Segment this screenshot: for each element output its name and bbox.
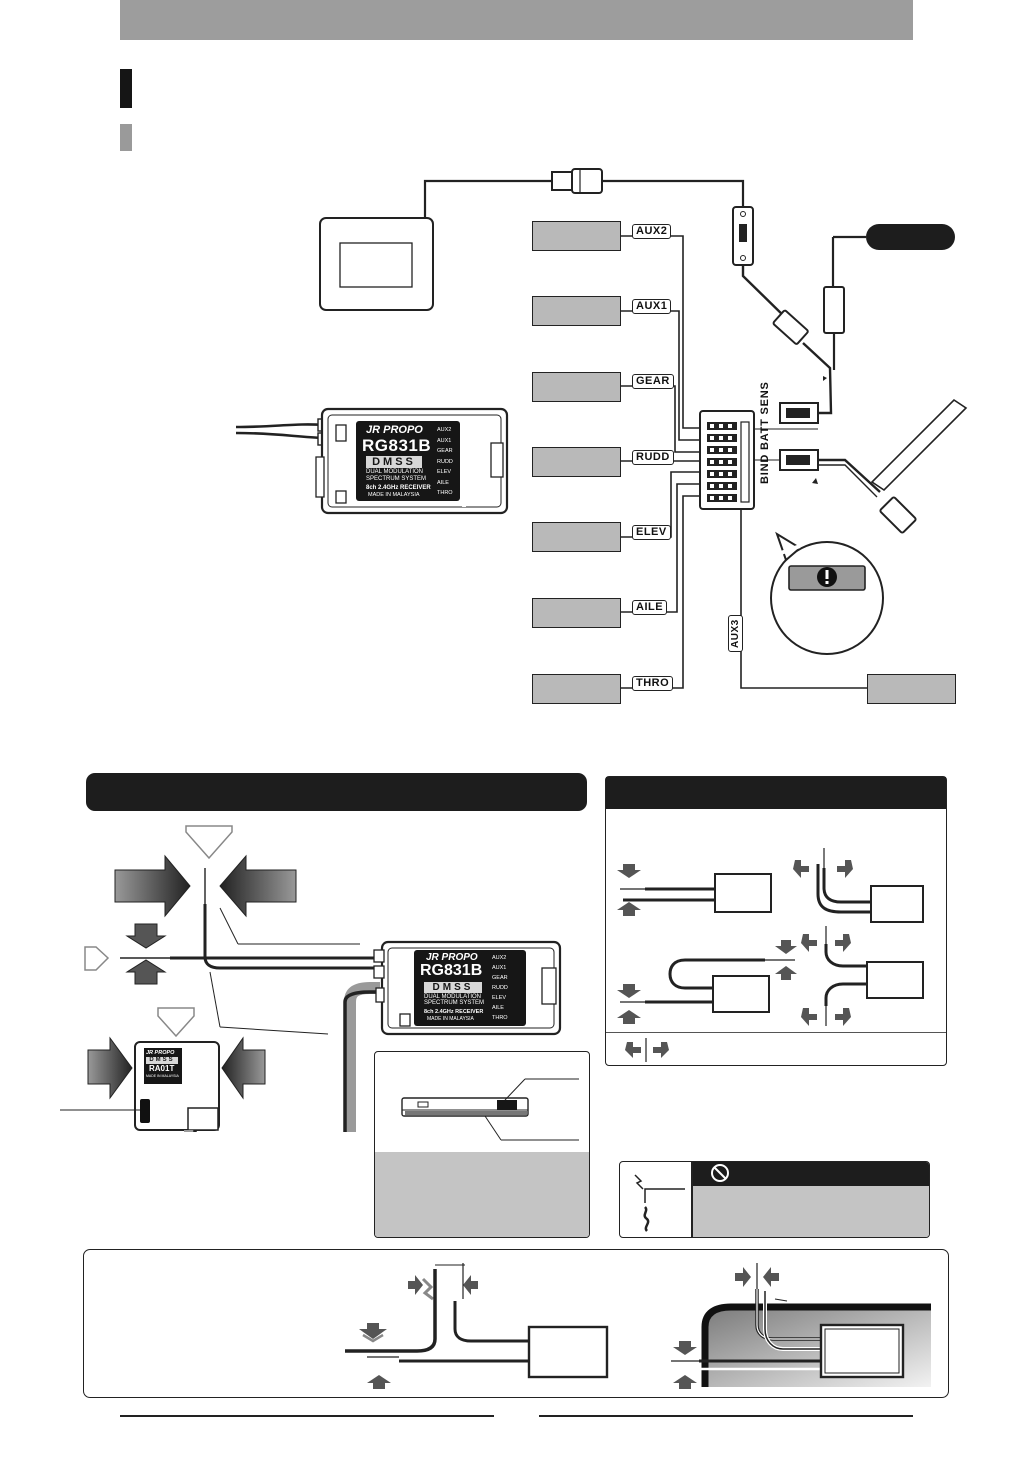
prohibition-body (692, 1186, 929, 1237)
small-receiver-line1: DUAL MODULATION (424, 994, 482, 1000)
inline-connector-body (571, 168, 603, 194)
lead-gear (620, 385, 706, 453)
prohibition-icons (634, 1164, 729, 1232)
channel-box-aux2 (532, 221, 621, 251)
side-ports-label: BIND BATT SENS (759, 381, 771, 484)
small-receiver-port-list: AUX2 AUX1 GEAR RUDD ELEV AILE THRO (492, 953, 512, 1023)
small-port-elev: ELEV (492, 995, 507, 1001)
small-receiver-model: RG831B (420, 962, 483, 979)
satellite-brand: JR PROPO (146, 1050, 175, 1056)
port-aux1: AUX1 (437, 437, 452, 444)
routing-panel (605, 776, 947, 1066)
small-receiver-line3: 8ch 2.4GHz RECEIVER (424, 1009, 484, 1015)
channel-label-gear: GEAR (632, 374, 674, 389)
switch-lead-wire-right (602, 179, 745, 207)
prohibition-box (619, 1161, 930, 1238)
section-marker-primary (120, 69, 132, 108)
channel-label-aux2: AUX2 (632, 224, 672, 239)
channel-box-aux1 (532, 296, 621, 326)
footer-rule-right (539, 1415, 913, 1417)
lead-aux2 (620, 235, 706, 429)
footer-rule-left (120, 1415, 494, 1417)
routing-examples (617, 848, 924, 1062)
battery-connector (823, 286, 845, 334)
routing-panel-divider (606, 1032, 946, 1033)
routing-panel-title (606, 777, 946, 809)
small-port-aux1: AUX1 (492, 965, 507, 971)
section-marker-secondary (120, 124, 132, 151)
small-port-thro: THRO (492, 1015, 508, 1021)
small-receiver-brand: JR PROPO (426, 952, 478, 963)
port-aile: AILE (437, 479, 449, 486)
small-port-aile: AILE (492, 1005, 504, 1011)
satellite-label-plate (144, 1048, 182, 1084)
channel-box-aile (532, 598, 621, 628)
lead-aile (620, 483, 706, 613)
channel-box-aux3 (867, 674, 956, 704)
receiver-brand: JR PROPO (366, 424, 423, 436)
channel-label-thro: THRO (632, 676, 674, 691)
port-thro: THRO (437, 490, 453, 496)
prohibition-header (692, 1162, 929, 1186)
small-receiver-logo: DMSS (424, 982, 482, 993)
receiver-model: RG831B (362, 436, 432, 455)
port-rudd: RUDD (437, 458, 453, 465)
receiver-line3: 8ch 2.4GHz RECEIVER (366, 485, 431, 491)
port-elev: ELEV (437, 469, 452, 475)
channel-box-thro (532, 674, 621, 704)
channel-label-aile: AILE (632, 600, 668, 615)
receiver-logo: DMSS (366, 456, 422, 468)
channel-box-gear (532, 372, 621, 402)
channel-box-rudd (532, 447, 621, 477)
small-receiver-line4: MADE IN MALAYSIA (427, 1016, 474, 1022)
battery-pill (866, 224, 955, 250)
slot-detail-box (374, 1051, 590, 1238)
lead-aux3 (740, 505, 868, 689)
header-bar (120, 0, 913, 40)
receiver-aux3-label: AUX3 (460, 482, 466, 496)
small-port-aux2: AUX2 (492, 955, 507, 961)
receiver-port-list: AUX2 AUX1 GEAR RUDD ELEV AILE THRO (437, 425, 457, 499)
prohibited-icon (711, 1164, 729, 1182)
display-screen (339, 242, 413, 288)
slot-detail-note (375, 1152, 589, 1237)
inline-connector (551, 171, 573, 191)
antenna-placement-diagram (60, 825, 380, 1132)
prohibition-divider (691, 1162, 693, 1237)
satellite-sub: MADE IN MALAYSIA (146, 1074, 179, 1078)
channel-label-rudd: RUDD (632, 450, 674, 465)
channel-box-elev (532, 522, 621, 552)
satellite-logo: DMSS (146, 1057, 178, 1064)
receiver-line4: MADE IN MALAYSIA (368, 492, 420, 498)
small-port-gear: GEAR (492, 975, 508, 981)
wiring-diagram (319, 168, 968, 689)
satellite-model: RA01T (149, 1064, 175, 1073)
antenna-panel-title (86, 773, 587, 811)
small-receiver-line2: SPECTRUM SYSTEM (424, 1000, 485, 1006)
receiver-line1: DUAL MODULATION (366, 469, 424, 475)
small-port-rudd: RUDD (492, 985, 508, 991)
bottom-routing-diagrams (345, 1263, 931, 1389)
switch-lead-wire (423, 179, 552, 218)
channel-label-elev: ELEV (632, 525, 671, 540)
channel-label-aux1: AUX1 (632, 299, 672, 314)
port-aux2: AUX2 (437, 427, 452, 433)
channel-label-aux3: AUX3 (728, 615, 743, 652)
port-gear: GEAR (437, 448, 453, 454)
receiver-line2: SPECTRUM SYSTEM (366, 476, 427, 482)
